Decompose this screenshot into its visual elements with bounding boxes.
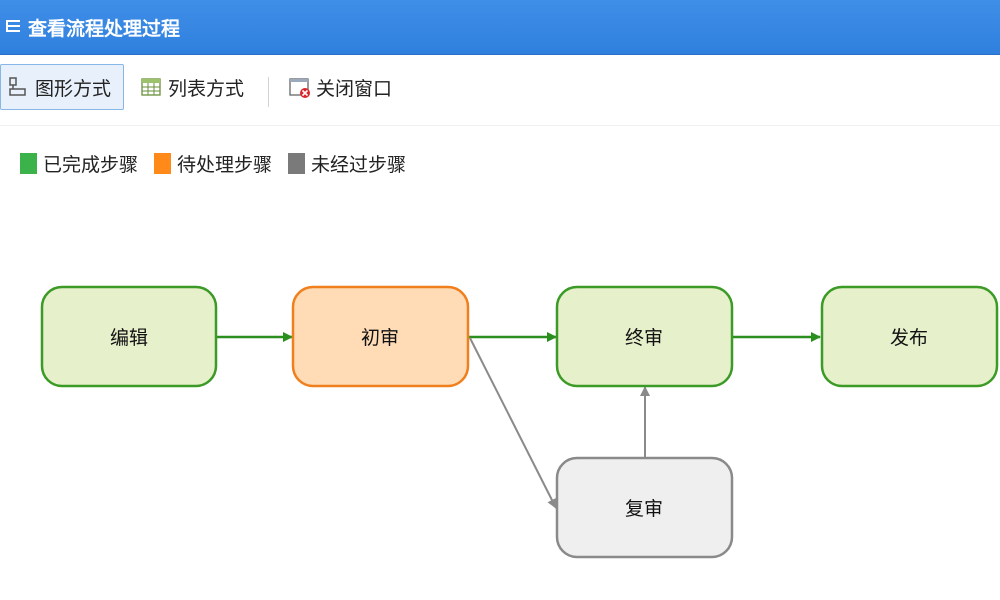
legend-label-completed: 已完成步骤 [43, 154, 139, 176]
flow-node-label: 终审 [625, 327, 663, 349]
flowchart-icon [7, 76, 29, 98]
toolbar-separator [268, 77, 269, 107]
flow-node-label: 复审 [625, 498, 663, 520]
table-icon [140, 76, 162, 98]
close-window-label: 关闭窗口 [316, 77, 393, 100]
legend-item-not-passed: 未经过步骤 [288, 150, 406, 177]
edge-first-review-to-re-review [469, 337, 557, 509]
list-view-button[interactable]: 列表方式 [134, 64, 250, 110]
flow-node-publish[interactable]: 发布 [820, 285, 999, 388]
legend-swatch-completed [20, 153, 37, 174]
flow-node-edit[interactable]: 编辑 [40, 285, 218, 388]
flow-node-final-review[interactable]: 终审 [555, 285, 734, 388]
legend-label-not-passed: 未经过步骤 [311, 154, 407, 176]
flow-node-re-review[interactable]: 复审 [555, 456, 734, 559]
legend-swatch-not-passed [288, 153, 306, 174]
graph-view-label: 图形方式 [35, 77, 112, 100]
flow-node-label: 发布 [890, 327, 928, 349]
toolbar: 图形方式 列表方式 关闭窗口 [0, 55, 1000, 126]
legend-item-completed: 已完成步骤 [20, 150, 138, 177]
graph-view-button[interactable]: 图形方式 [0, 64, 124, 110]
flow-node-label: 编辑 [110, 327, 148, 349]
legend-swatch-pending [154, 153, 172, 174]
legend: 已完成步骤 待处理步骤 未经过步骤 [20, 150, 422, 177]
flow-node-first-review[interactable]: 初审 [291, 285, 470, 388]
close-window-button[interactable]: 关闭窗口 [282, 64, 398, 110]
window-title: 查看流程处理过程 [28, 17, 181, 40]
flow-node-label: 初审 [361, 327, 399, 349]
legend-label-pending: 待处理步骤 [177, 154, 273, 176]
list-view-label: 列表方式 [168, 77, 245, 100]
list-icon [4, 18, 22, 36]
legend-item-pending: 待处理步骤 [154, 150, 272, 177]
close-window-icon [288, 76, 310, 98]
window-titlebar: 查看流程处理过程 [0, 0, 1000, 55]
